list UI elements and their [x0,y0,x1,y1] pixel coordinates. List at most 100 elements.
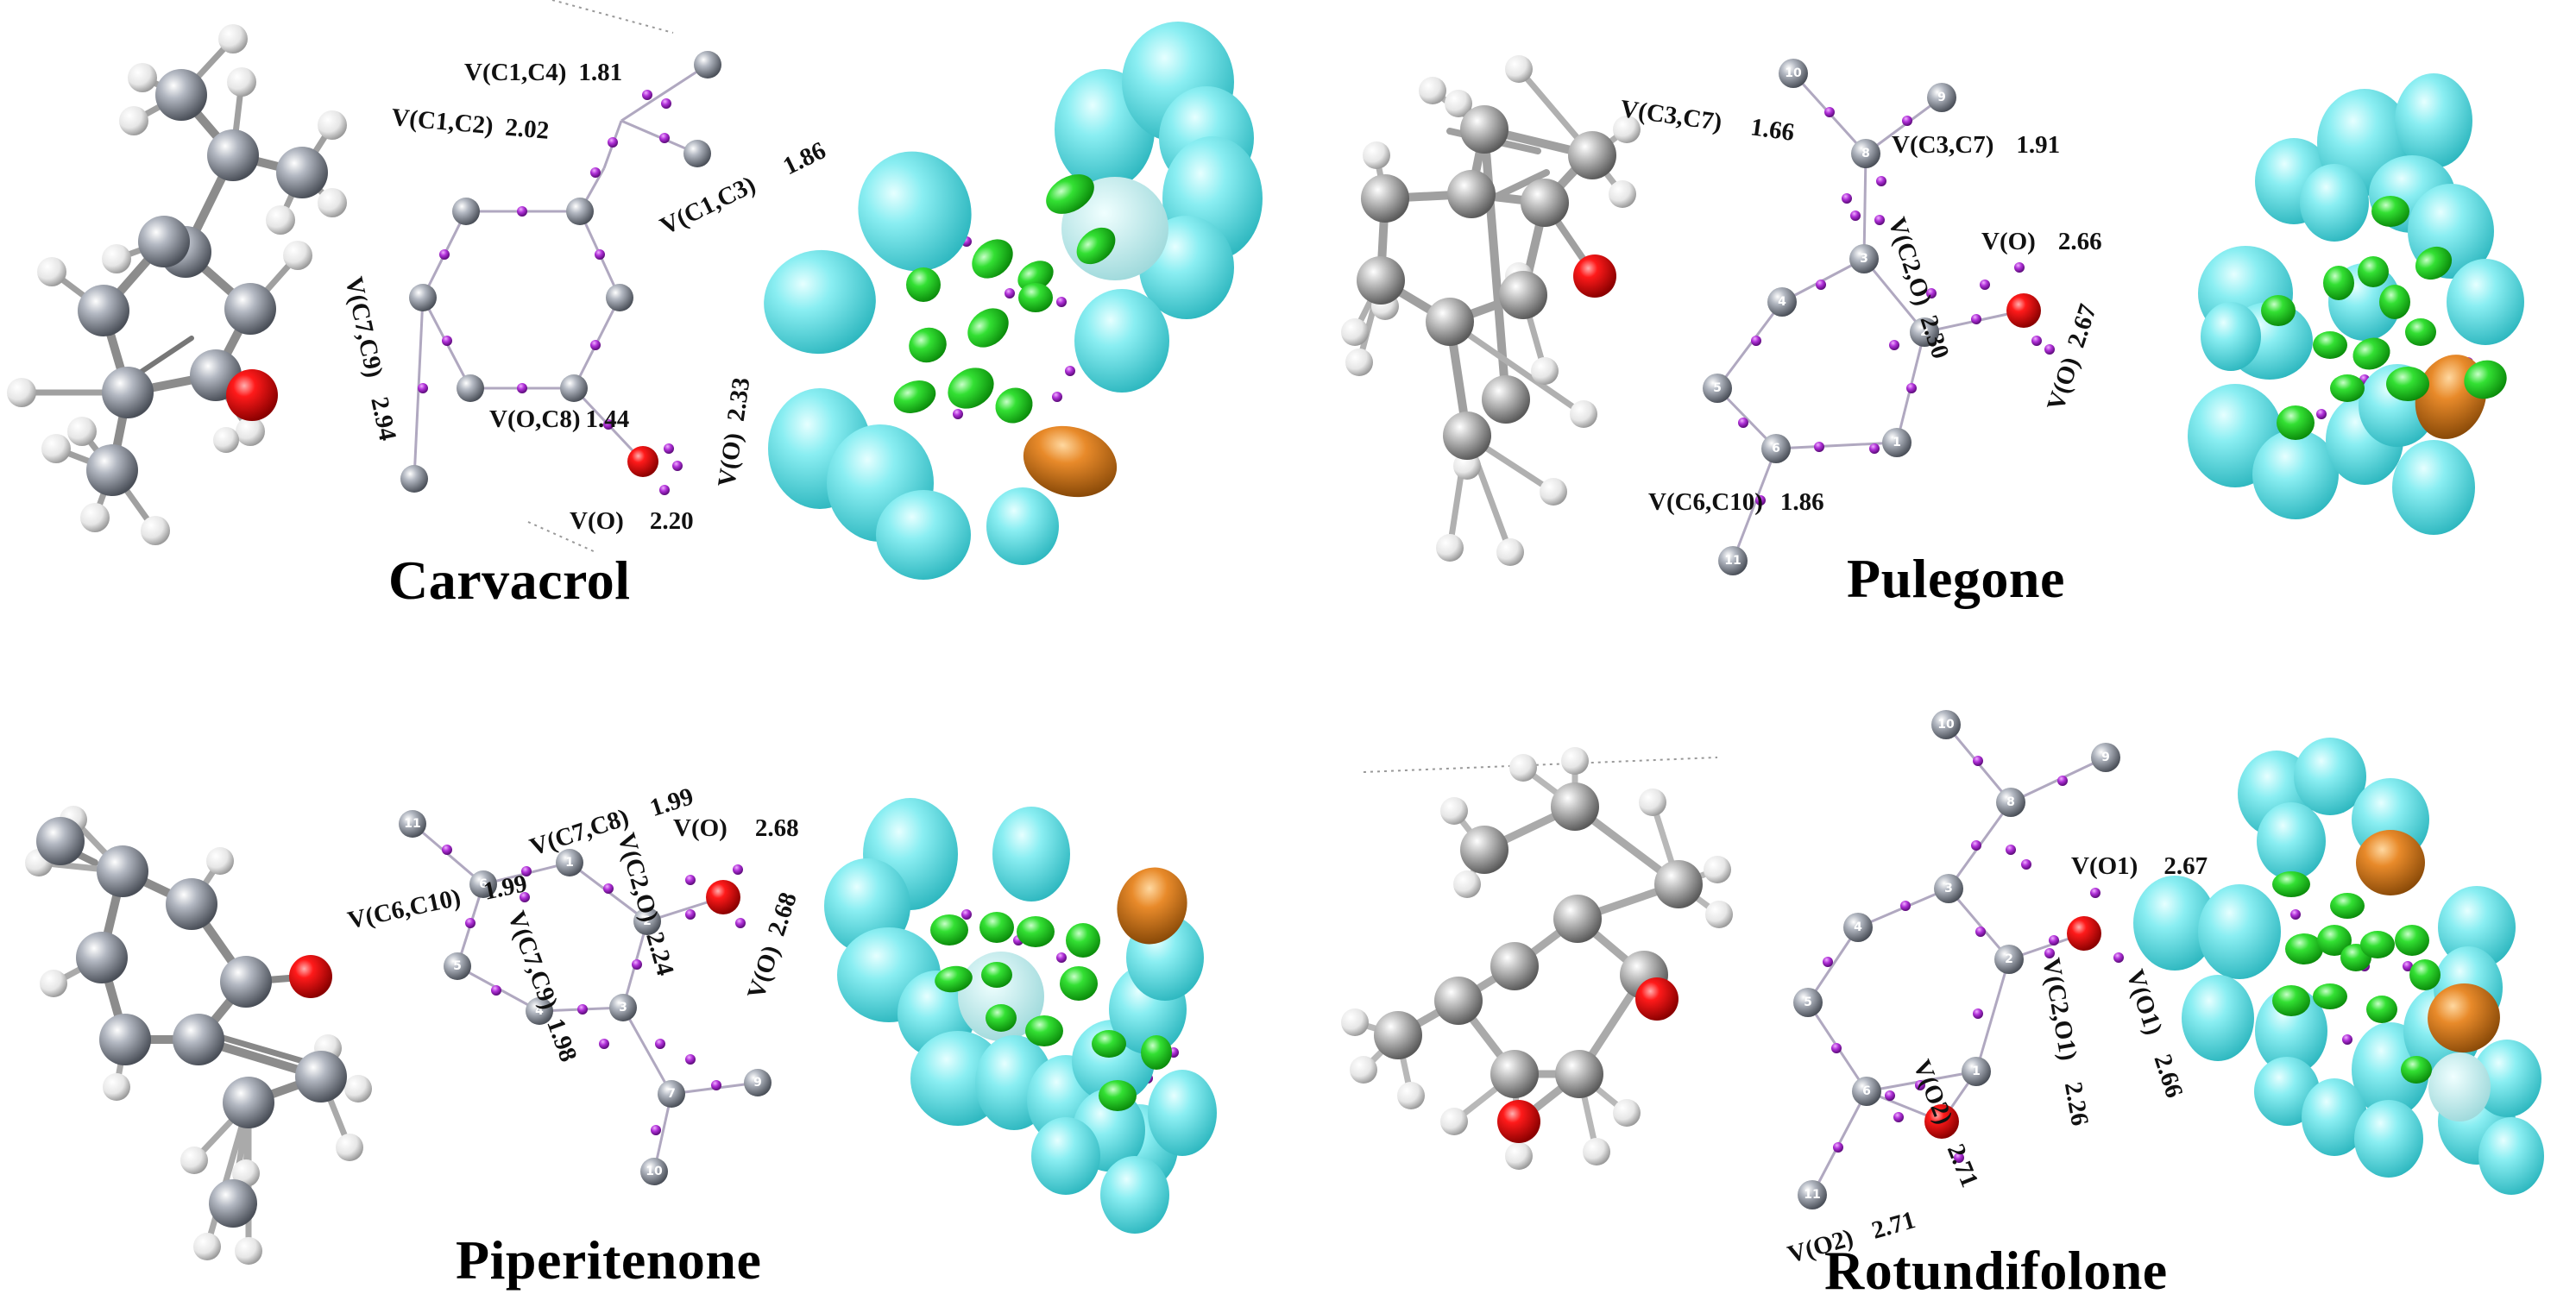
hydrogen-atom [283,241,312,270]
carbon-atom [86,444,138,496]
carbon-atom [1555,1050,1603,1098]
attractor-point [2290,909,2301,920]
attractor-point [685,875,696,885]
attractor-point [735,918,746,928]
disynaptic-basin [2313,331,2347,359]
disynaptic-basin [2464,360,2507,399]
disynaptic-basin [1018,283,1053,312]
carbon-atom [1568,131,1616,179]
bond [1947,888,2011,960]
hydrogen-atom [1419,77,1446,104]
atom-number: 1 [1972,1065,1981,1078]
carbon-atom [99,1014,151,1065]
carbon-atom [444,952,471,980]
carbon-atom [1851,139,1880,168]
bond [1865,96,1943,155]
hydrogen-atom [80,503,110,532]
lone-pair-basin [2428,983,2500,1053]
attractor-point [1876,176,1886,186]
hydrogen-atom [1561,747,1589,775]
disynaptic-basin [2415,246,2453,280]
hydrogen-atom [7,378,36,407]
hydrogen-atom [1705,901,1733,928]
carbon-atom [633,908,661,935]
attractor-point [1971,840,1981,851]
attractor-point [659,133,670,143]
attractor-point [651,1125,661,1135]
elf-basin-layer [764,22,2544,1234]
disynaptic-basin [2272,985,2310,1016]
disynaptic-basin [935,965,973,993]
carbon-atom [1460,826,1508,874]
attractor-point [2031,336,2042,346]
hydrogen-basin [876,490,971,580]
carbon-atom [1521,179,1569,227]
basin-label: V(O)2.66 [1981,228,2102,255]
disynaptic-basin [2313,983,2347,1009]
atom-number: 6 [479,877,488,891]
carbon-atom [566,198,594,225]
carbon-atom [1798,1180,1827,1209]
hydrogen-atom [336,1134,363,1161]
disynaptic-basin [972,239,1013,279]
attractor-point [590,340,601,350]
attractor-point [2403,961,2413,971]
hydrogen-atom [236,417,265,446]
disynaptic-basin [2285,933,2323,964]
oxygen-atom [2006,293,2041,328]
hydrogen-basin [764,249,876,355]
carbon-atom [2091,743,2120,772]
hydrogen-basin [2198,884,2281,979]
disynaptic-basin [1060,966,1098,1001]
attractor-point [1973,756,1983,766]
carbon-atom [295,1051,347,1103]
carbon-atom [220,956,272,1008]
hydrogen-atom [1436,534,1464,562]
disynaptic-basin [893,380,936,413]
oxygen-atom [627,446,658,477]
disynaptic-basin [2330,893,2365,919]
carbon-atom [1551,782,1599,831]
carbon-atom [457,374,484,402]
attractor-point [517,383,527,393]
bond [1806,927,1860,1003]
hydrogen-atom [218,24,248,53]
bond [1716,301,1784,389]
oxygen-atom [706,880,740,914]
carbon-atom [609,994,637,1021]
attractor-point [1738,418,1748,428]
carbon-atom [400,465,428,493]
oxygen-atom [1924,1104,1959,1139]
attractor-point [608,137,618,148]
bond [1975,958,2011,1072]
disynaptic-basin [2352,337,2390,370]
disynaptic-basin [2405,318,2436,346]
oxygen-atom [1635,977,1678,1021]
attractor-point [2113,952,2124,963]
attractor-point [439,249,450,260]
disynaptic-basin [906,267,941,302]
carbon-atom [1553,895,1602,943]
oxygen-atom [2067,916,2101,951]
hydrogen-atom [266,205,295,235]
basin-label: V(C3,C7)1.91 [1892,131,2061,159]
bond [620,63,709,123]
carbon-atom [138,216,190,267]
atom-number: 11 [1804,1188,1820,1202]
basin-label: V(O)2.68 [673,814,799,842]
carbon-atom [166,878,217,930]
carbon-atom [1849,244,1879,273]
atom-number: 4 [1854,920,1862,934]
attractor-point [1056,952,1067,963]
carbon-atom [640,1158,668,1185]
disynaptic-basin [2371,196,2409,227]
carbon-atom [1357,256,1405,305]
title-carvacrol: Carvacrol [388,550,631,611]
hydrogen-basin [2354,1100,2423,1178]
disynaptic-basin [2366,996,2397,1023]
hydrogen-basin [2478,1117,2544,1195]
attractor-point [2014,262,2025,273]
disynaptic-basin [2277,405,2315,440]
bond [1862,258,1926,333]
hydrogen-atom [1496,538,1524,566]
